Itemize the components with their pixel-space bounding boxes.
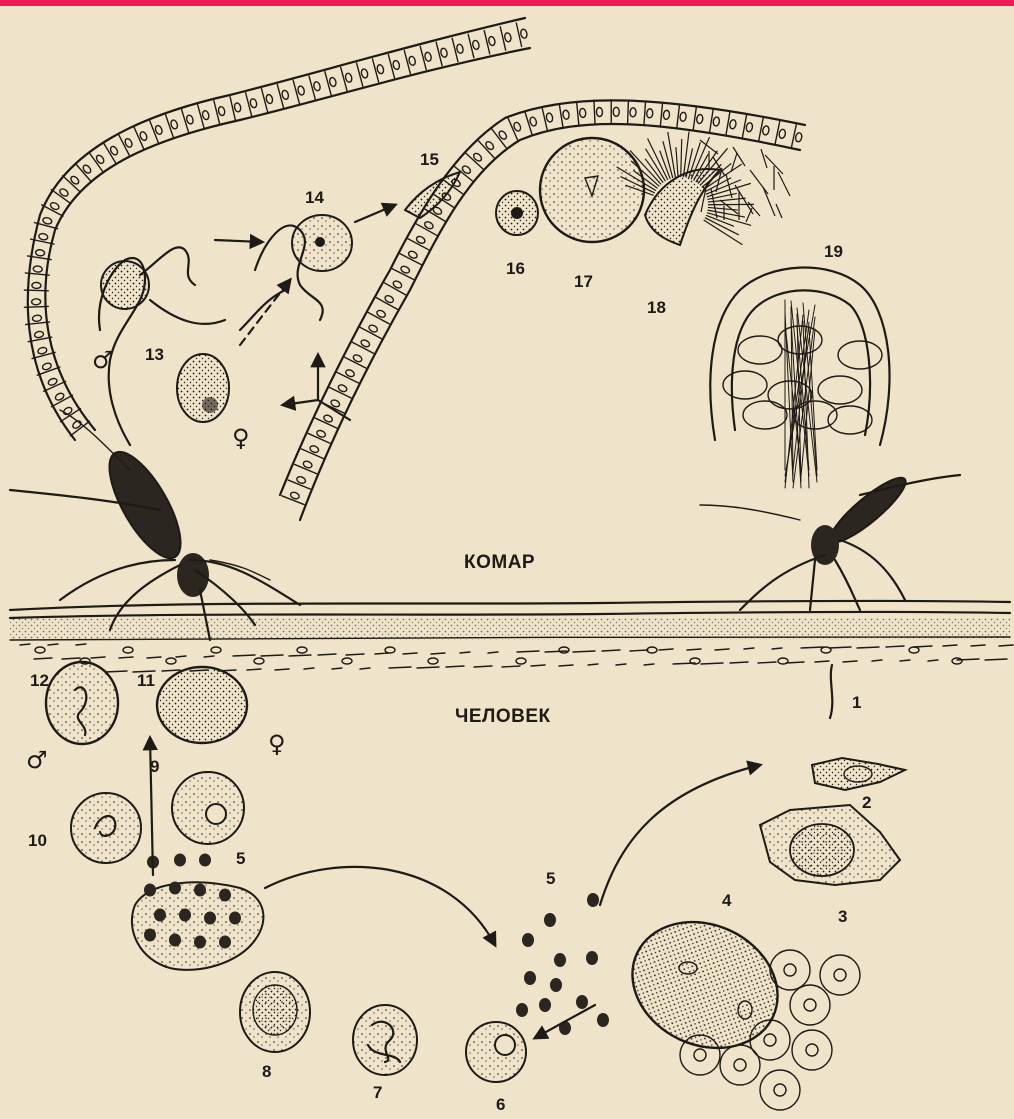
stage-9-gametocyte [150,738,244,875]
stage-label-18: 18 [647,298,666,317]
skin-layer [10,601,1013,672]
gut-epithelium-outer [24,18,530,440]
mosquito-right [700,470,960,610]
merozoites-blood [132,854,264,970]
stage-label-8: 8 [262,1062,271,1081]
stage-label-15: 15 [420,150,439,169]
stage-label-10: 10 [28,831,47,850]
stage-label-14: 14 [305,188,324,207]
stage-label-16: 16 [506,259,525,278]
mosquito-label: КОМАР [464,552,535,573]
stage-label-11: 11 [137,671,155,690]
stage-10-young-gametocyte [71,793,141,863]
female-symbol-bottom: ♀ [268,730,286,758]
male-symbol-bottom: ♂ [26,746,48,774]
stage-label-13: 13 [145,345,164,364]
mature-liver-schizont [612,899,860,1110]
stage-label-3: 3 [838,907,847,926]
stage-label-1: 1 [852,693,861,712]
stage-label-19: 19 [824,242,843,261]
stage-2-liver-trophozoite [812,758,905,790]
stage-17-mature-oocyst [540,138,644,242]
stage-14-fertilization [215,205,395,345]
stage-label-9: 9 [150,757,159,776]
stage-label-7: 7 [373,1083,382,1102]
stage-label-5-right: 5 [546,869,555,888]
stage-8-blood-schizont [240,972,310,1052]
male-symbol-top: ♂ [92,346,114,374]
stage-19-salivary-gland [710,268,889,488]
stage-label-12: 12 [30,671,49,690]
stage-label-6: 6 [496,1095,505,1114]
stage-label-2: 2 [862,793,871,812]
stage-1-sporozoite [830,665,832,718]
human-label: ЧЕЛОВЕК [455,706,551,727]
stage-16-young-oocyst [496,191,538,235]
female-symbol-top: ♀ [232,424,250,452]
merozoites-liver [516,893,609,1035]
stage-13-gametocytes [99,247,229,445]
stage-label-17: 17 [574,272,593,291]
stage-7-trophozoite [353,1005,417,1075]
stage-label-5-left: 5 [236,849,245,868]
stage-6-ring-form [466,1022,526,1082]
stage-12-male-gametocyte [46,662,118,744]
stage-11-female-gametocyte [157,667,247,743]
stage-3-4-liver-schizont [760,805,900,885]
stage-label-4: 4 [722,891,732,910]
